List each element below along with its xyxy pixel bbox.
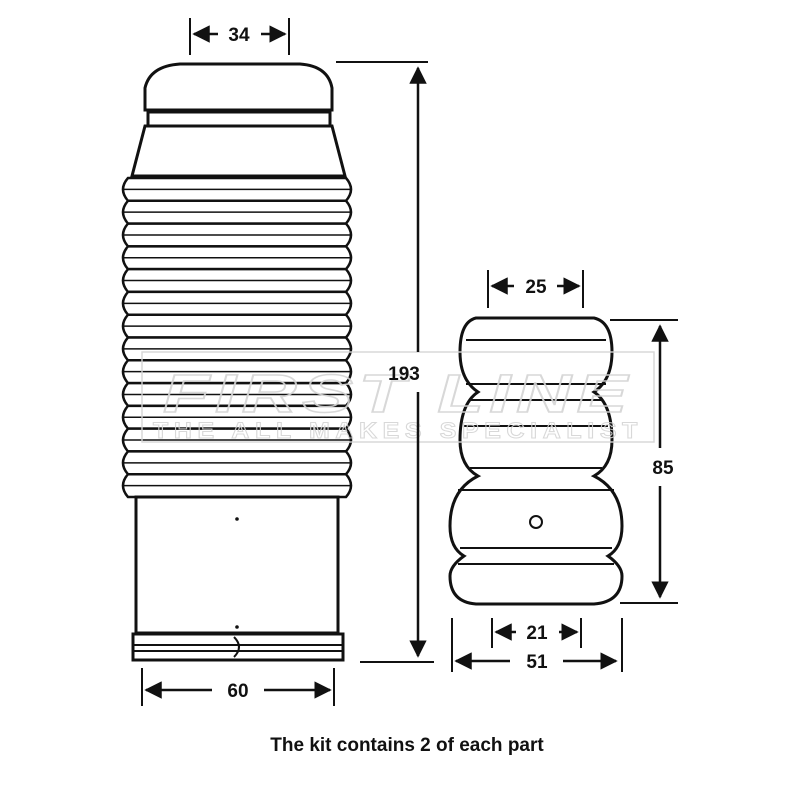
watermark-tagline: THE ALL MAKES SPECIALIST [153, 418, 643, 443]
dim-bump-height: 85 [610, 319, 678, 604]
bump-stop-hole [529, 515, 543, 529]
boot-cap [143, 62, 334, 112]
dim-bump-bottom-width: 51 [451, 618, 623, 673]
boot-bellows [121, 176, 353, 499]
dim-bump-inner-width: 21 [491, 618, 582, 648]
bump-stop [448, 316, 624, 606]
bump-stop-body [448, 316, 624, 606]
dim-boot-top-width: 34 [189, 18, 290, 55]
kit-caption: The kit contains 2 of each part [270, 735, 544, 756]
boot-cap-ring [146, 110, 332, 128]
dim-boot-bottom-width: 60 [141, 668, 335, 706]
bump-height-label: 85 [652, 458, 674, 479]
bump-inner-width-label: 21 [526, 623, 548, 644]
boot-height-label: 193 [388, 364, 420, 385]
dim-boot-height: 193 [336, 61, 434, 663]
bump-top-width-label: 25 [525, 277, 547, 298]
boot-bottom-width-label: 60 [227, 681, 248, 702]
dim-bump-top-width: 25 [487, 270, 584, 308]
dust-boot [121, 62, 353, 662]
bump-bottom-width-label: 51 [526, 652, 548, 673]
watermark: FIRST LINE THE ALL MAKES SPECIALIST [141, 351, 655, 444]
boot-top-width-label: 34 [228, 25, 250, 46]
watermark-brand: FIRST LINE [163, 364, 633, 424]
boot-cone [130, 124, 347, 178]
